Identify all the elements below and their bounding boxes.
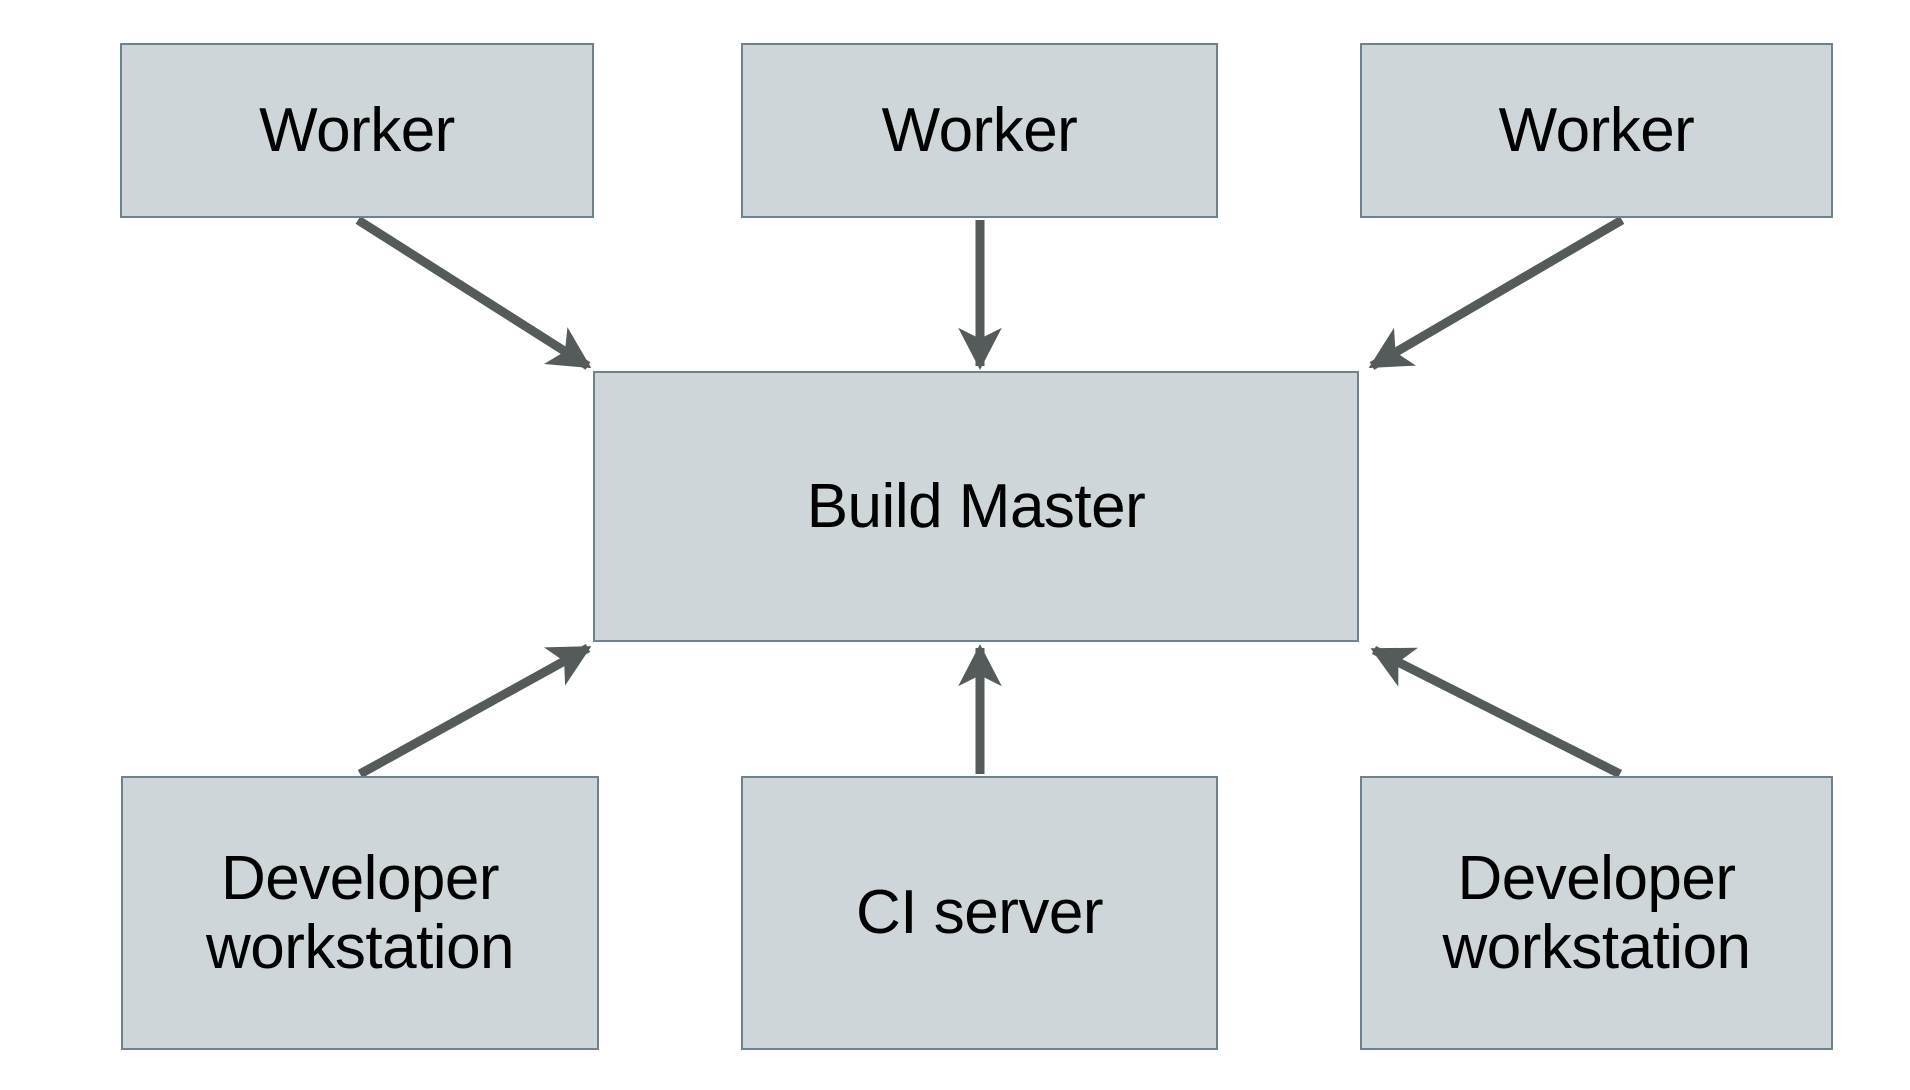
node-developer-workstation-left-label: Developer workstation: [205, 843, 515, 982]
node-ci-server-label: CI server: [856, 878, 1103, 948]
edge-devleft-to-master: [357, 644, 592, 778]
edge-devright-to-master: [1370, 645, 1623, 779]
node-worker-1[interactable]: Worker: [120, 43, 594, 218]
node-worker-3-label: Worker: [1498, 95, 1695, 165]
node-developer-workstation-right-label: Developer workstation: [1442, 843, 1751, 982]
node-worker-2-label: Worker: [881, 95, 1078, 165]
edge-worker1-to-master: [355, 216, 592, 370]
node-build-master[interactable]: Build Master: [593, 371, 1359, 642]
edge-worker3-to-master: [1368, 216, 1625, 370]
node-worker-3[interactable]: Worker: [1360, 43, 1833, 218]
node-worker-1-label: Worker: [259, 95, 455, 165]
node-developer-workstation-left[interactable]: Developer workstation: [121, 776, 599, 1050]
node-worker-2[interactable]: Worker: [741, 43, 1218, 218]
node-build-master-label: Build Master: [806, 471, 1146, 541]
node-ci-server[interactable]: CI server: [741, 776, 1218, 1050]
node-developer-workstation-right[interactable]: Developer workstation: [1360, 776, 1833, 1050]
